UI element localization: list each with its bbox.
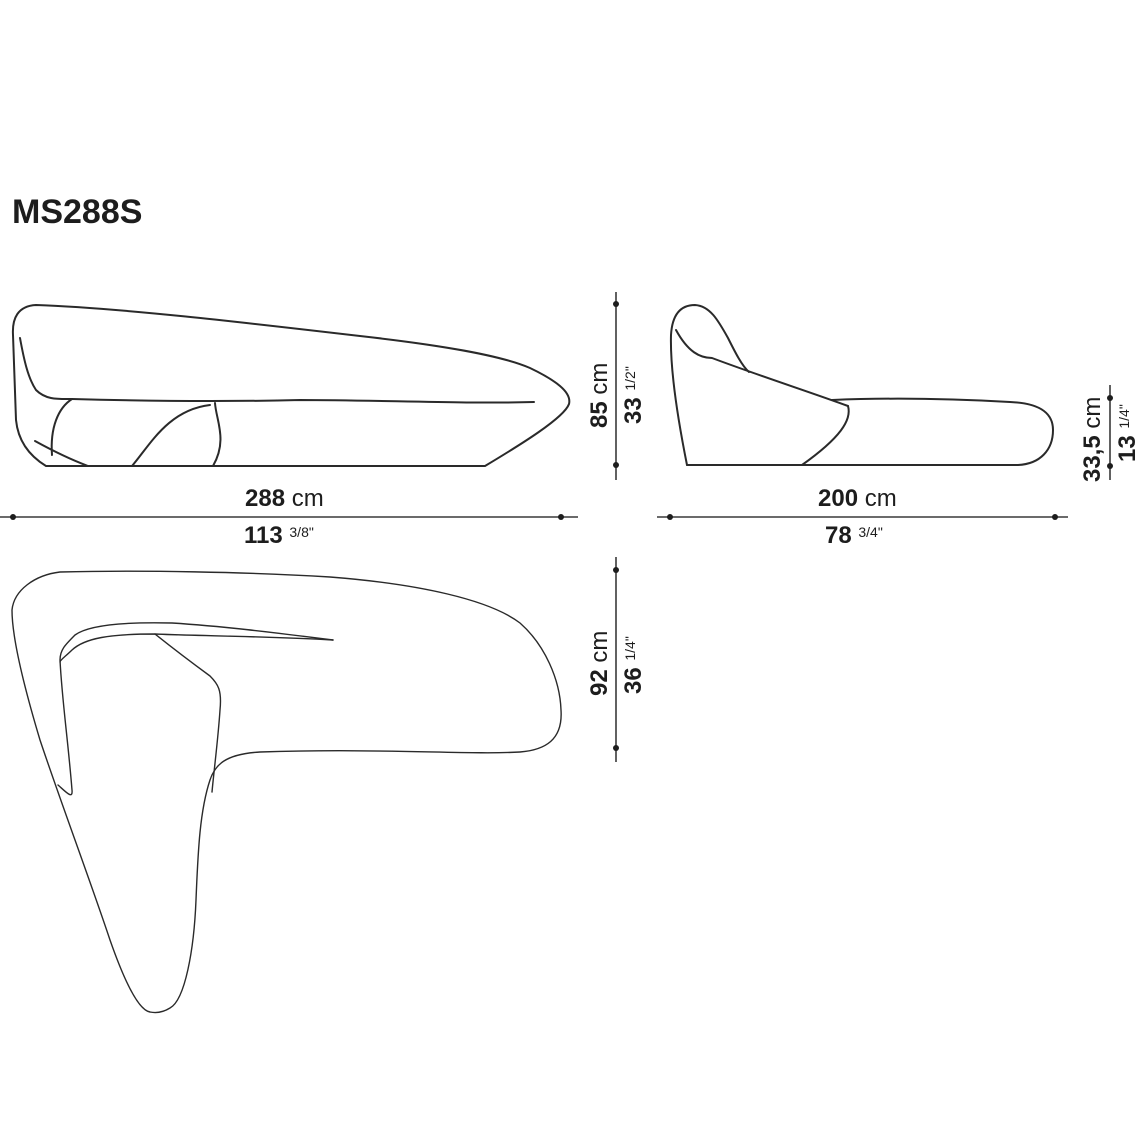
top-depth-in-label: 36 1/4" xyxy=(620,636,648,694)
side-seat-height-dimension xyxy=(1107,385,1113,480)
front-width-in-label: 113 3/8" xyxy=(244,522,314,550)
side-seat-height-in-value: 13 xyxy=(1114,435,1141,462)
front-view-sofa xyxy=(11,304,571,467)
top-depth-in-fraction: 1/4" xyxy=(622,636,638,661)
front-width-in-fraction: 3/8" xyxy=(289,524,314,540)
side-depth-in-label: 78 3/4" xyxy=(825,522,883,550)
front-height-in-value: 33 xyxy=(620,397,647,424)
side-seat-height-cm-label: 33,5 cm xyxy=(1079,397,1107,482)
side-seat-height-cm-value: 33,5 xyxy=(1079,435,1106,482)
side-seat-height-in-label: 13 1/4" xyxy=(1114,404,1142,462)
side-seat-height-cm-unit: cm xyxy=(1079,396,1106,429)
top-depth-cm-label: 92 cm xyxy=(586,631,614,696)
front-height-cm-value: 85 xyxy=(586,401,613,428)
product-code-title: MS288S xyxy=(12,193,143,231)
front-height-in-fraction: 1/2" xyxy=(622,366,638,391)
top-depth-cm-unit: cm xyxy=(586,630,613,663)
front-width-cm-value: 288 xyxy=(245,485,286,512)
side-depth-cm-unit: cm xyxy=(864,485,897,512)
front-height-cm-unit: cm xyxy=(586,362,613,395)
side-depth-in-value: 78 xyxy=(825,522,852,549)
front-width-cm-label: 288 cm xyxy=(245,485,324,513)
top-depth-dimension xyxy=(613,557,619,762)
side-depth-in-fraction: 3/4" xyxy=(858,524,883,540)
front-width-in-value: 113 xyxy=(244,522,283,549)
front-width-cm-unit: cm xyxy=(291,485,324,512)
top-view-sofa xyxy=(11,570,562,1014)
top-depth-in-value: 36 xyxy=(620,667,647,694)
top-depth-cm-value: 92 xyxy=(586,669,613,696)
side-depth-cm-value: 200 xyxy=(818,485,859,512)
side-seat-height-in-fraction: 1/4" xyxy=(1116,404,1132,429)
front-height-in-label: 33 1/2" xyxy=(620,366,648,424)
front-width-dimension xyxy=(0,514,578,520)
front-height-dimension xyxy=(613,292,619,480)
side-depth-dimension xyxy=(657,514,1068,520)
side-depth-cm-label: 200 cm xyxy=(818,485,897,513)
side-view-sofa xyxy=(669,304,1054,466)
front-height-cm-label: 85 cm xyxy=(586,363,614,428)
